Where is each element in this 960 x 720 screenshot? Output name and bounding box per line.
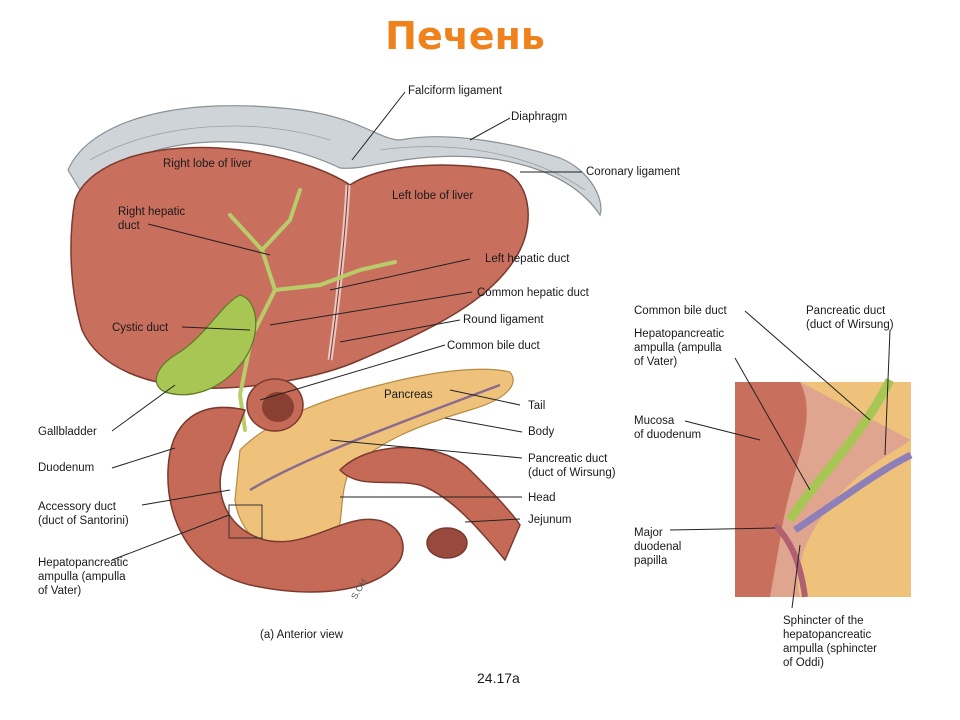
label-common-hepatic-duct: Common hepatic duct [477,287,589,299]
label-pancreatic-duct: Pancreatic duct (duct of Wirsung) [528,453,616,479]
label-gallbladder: Gallbladder [38,426,97,438]
duodenum-shape [167,406,404,593]
label-accessory-duct: Accessory duct (duct of Santorini) [38,501,129,527]
label-cystic-duct: Cystic duct [112,322,169,334]
figure-caption: (a) Anterior view [260,629,344,641]
label-head: Head [528,492,556,504]
inset-panel [735,377,913,598]
inset-label-mucosa: Mucosa of duodenum [634,415,702,441]
label-falciform-ligament: Falciform ligament [408,85,502,97]
inset-label-pancreatic-duct: Pancreatic duct (duct of Wirsung) [806,305,894,331]
label-duodenum: Duodenum [38,462,95,474]
label-ampulla: Hepatopancreatic ampulla (ampulla of Vat… [38,557,129,597]
label-body: Body [528,426,555,438]
ampulla-box [228,504,263,539]
page-title: Печень [385,14,545,58]
label-pancreas: Pancreas [384,389,433,401]
inset-label-ampulla: Hepatopancreatic ampulla (ampulla of Vat… [634,328,725,368]
label-right-hepatic-duct: Right hepatic duct [118,206,186,232]
label-coronary-ligament: Coronary ligament [586,166,680,178]
inset-label-papilla: Major duodenal papilla [634,527,682,567]
label-right-lobe: Right lobe of liver [163,158,252,170]
inset-label-sphincter: Sphincter of the hepatopancreatic ampull… [783,615,877,669]
label-common-bile-duct: Common bile duct [447,340,540,352]
label-diaphragm: Diaphragm [511,111,568,123]
label-round-ligament: Round ligament [463,314,544,326]
label-tail: Tail [528,400,546,412]
label-left-hepatic-duct: Left hepatic duct [485,253,570,265]
inset-label-common-bile-duct: Common bile duct [634,305,727,317]
label-left-lobe: Left lobe of liver [392,190,474,202]
diaphragm-shape [67,105,602,217]
figure-number: 24.17a [477,670,520,686]
label-jejunum: Jejunum [528,514,572,526]
